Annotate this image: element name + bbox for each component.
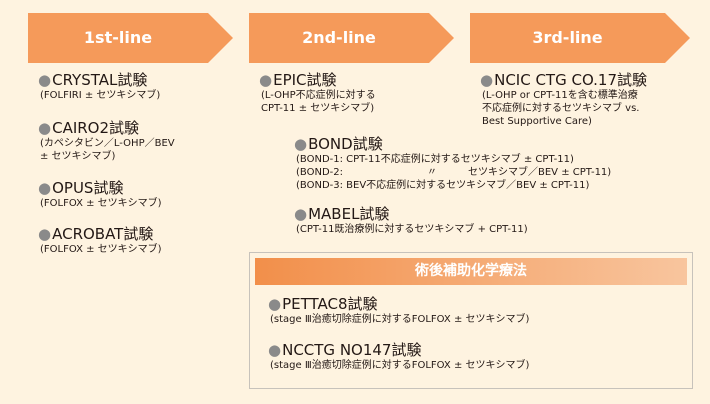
trial-desc: 不応症例に対するセツキシマブ vs.	[482, 103, 640, 114]
bullet-icon: ●	[268, 295, 282, 313]
trial-desc: (FOLFOX ± セツキシマブ)	[40, 198, 162, 209]
trial-cairo2: ●CAIRO2試験 (カペシタビン／L-OHP／BEV ± セツキシマブ)	[38, 120, 175, 163]
trial-epic: ●EPIC試験 (L-OHP不応症例に対する CPT-11 ± セツキシマブ)	[259, 72, 376, 115]
trial-name: NCIC CTG CO.17試験	[494, 71, 648, 89]
trial-desc: Best Supportive Care)	[482, 116, 592, 127]
bullet-icon: ●	[268, 341, 282, 359]
bullet-icon: ●	[38, 119, 52, 137]
trial-acrobat: ●ACROBAT試験 (FOLFOX ± セツキシマブ)	[38, 226, 162, 256]
trial-desc: (FOLFIRI ± セツキシマブ)	[40, 90, 161, 101]
bullet-icon: ●	[38, 71, 52, 89]
trial-desc: (カペシタビン／L-OHP／BEV	[40, 138, 175, 149]
arrow-1st-line: 1st-line	[28, 13, 233, 63]
trial-name: ACROBAT試験	[52, 225, 154, 243]
trial-name: NCCTG NO147試験	[282, 341, 422, 359]
adjuvant-title: 術後補助化学療法	[255, 258, 687, 285]
bullet-icon: ●	[480, 71, 494, 89]
trial-ncic-ctg-co17: ●NCIC CTG CO.17試験 (L-OHP or CPT-11を含む標準治…	[480, 72, 647, 128]
trial-name: CRYSTAL試験	[52, 71, 148, 89]
bond2-label: (BOND-2:	[296, 167, 343, 178]
trial-crystal: ●CRYSTAL試験 (FOLFIRI ± セツキシマブ)	[38, 72, 160, 102]
trial-ncctg-no147: ●NCCTG NO147試験 (stage Ⅲ治癒切除症例に対するFOLFOX …	[268, 342, 529, 372]
trial-desc: (L-OHP or CPT-11を含む標準治療	[482, 90, 638, 101]
trial-name: OPUS試験	[52, 179, 124, 197]
bullet-icon: ●	[259, 71, 273, 89]
bullet-icon: ●	[38, 225, 52, 243]
trial-desc-bond2: (BOND-2: 〃 セツキシマブ／BEV ± CPT-11)	[296, 166, 611, 179]
arrow-3rd-line: 3rd-line	[470, 13, 690, 63]
chevron-arrow-shape	[28, 13, 233, 63]
trial-name: MABEL試験	[308, 205, 390, 223]
trial-name: BOND試験	[308, 135, 383, 153]
trial-desc: (FOLFOX ± セツキシマブ)	[40, 244, 162, 255]
trial-pettac8: ●PETTAC8試験 (stage Ⅲ治癒切除症例に対するFOLFOX ± セツ…	[268, 296, 529, 326]
trial-desc: (L-OHP不応症例に対する	[261, 90, 376, 101]
trial-name: EPIC試験	[273, 71, 337, 89]
trial-name: CAIRO2試験	[52, 119, 140, 137]
trial-desc: (BOND-1: CPT-11不応症例に対するセツキシマブ ± CPT-11)	[296, 154, 574, 165]
arrow-label: 2nd-line	[302, 28, 376, 47]
trial-bond: ●BOND試験 (BOND-1: CPT-11不応症例に対するセツキシマブ ± …	[294, 135, 611, 192]
trial-desc: ± セツキシマブ)	[40, 151, 116, 162]
trial-name: PETTAC8試験	[282, 295, 378, 313]
trial-mabel: ●MABEL試験 (CPT-11既治療例に対するセツキシマブ + CPT-11)	[294, 206, 528, 236]
ditto-mark: 〃	[427, 167, 437, 178]
bullet-icon: ●	[38, 179, 52, 197]
arrow-label: 3rd-line	[532, 28, 603, 47]
arrow-2nd-line: 2nd-line	[249, 13, 454, 63]
trial-desc: (CPT-11既治療例に対するセツキシマブ + CPT-11)	[296, 224, 528, 235]
arrow-label: 1st-line	[83, 28, 153, 47]
trial-desc: CPT-11 ± セツキシマブ)	[261, 103, 375, 114]
chevron-arrow-shape	[470, 13, 690, 63]
trial-desc: (stage Ⅲ治癒切除症例に対するFOLFOX ± セツキシマブ)	[270, 360, 530, 371]
trial-opus: ●OPUS試験 (FOLFOX ± セツキシマブ)	[38, 180, 162, 210]
bullet-icon: ●	[294, 205, 308, 223]
trial-desc: (stage Ⅲ治癒切除症例に対するFOLFOX ± セツキシマブ)	[270, 314, 530, 325]
trial-desc: (BOND-3: BEV不応症例に対するセツキシマブ／BEV ± CPT-11)	[296, 180, 590, 191]
chevron-arrow-shape	[249, 13, 454, 63]
bond2-regimen: セツキシマブ／BEV ± CPT-11)	[468, 167, 612, 178]
bullet-icon: ●	[294, 135, 308, 153]
